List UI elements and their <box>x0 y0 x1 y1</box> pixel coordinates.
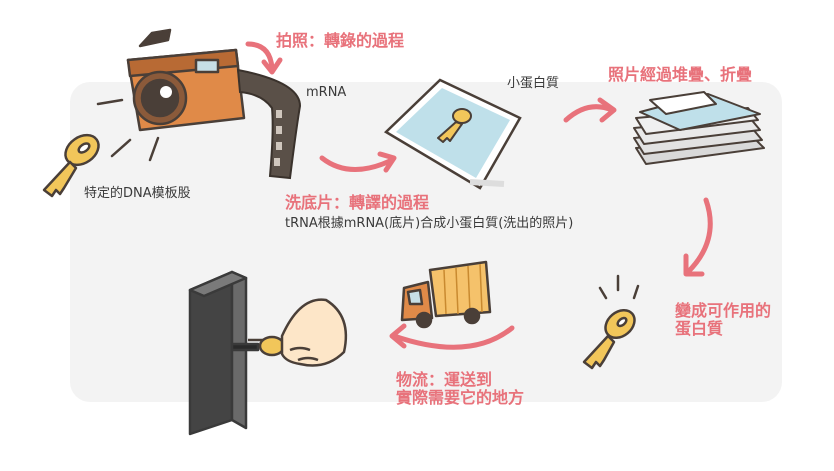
key-icon <box>582 308 636 370</box>
label-stack-fold: 照片經過堆疊、折疊 <box>608 65 753 84</box>
label-mrna: mRNA <box>306 85 347 100</box>
label-dna-template: 特定的DNA模板股 <box>84 186 191 201</box>
arrow-icon <box>245 41 283 75</box>
label-small-protein: 小蛋白質 <box>507 76 560 91</box>
arrow-icon <box>563 97 617 123</box>
label-logistics-line2: 實際需要它的地方 <box>396 388 525 408</box>
label-develop-translation: 洗底片：轉譯的過程 <box>285 193 430 212</box>
camera-icon <box>126 28 246 132</box>
label-logistics-line1: 物流：運送到 <box>396 370 493 389</box>
film-strip-icon <box>236 68 302 180</box>
label-trna-description: tRNA根據mRNA(底片)合成小蛋白質(洗出的照片) <box>285 216 574 231</box>
label-logistics: 物流：運送到 實際需要它的地方 <box>396 370 525 408</box>
camera-flash-lines <box>96 98 160 162</box>
door-icon <box>188 270 260 436</box>
arrow-icon <box>389 323 515 350</box>
arrow-icon <box>319 151 397 173</box>
label-functional-protein: 變成可作用的 蛋白質 <box>675 301 772 339</box>
sparkle-lines <box>598 274 640 300</box>
hand-icon <box>248 298 348 367</box>
arrow-icon <box>683 197 713 277</box>
label-functional-line1: 變成可作用的 <box>675 301 772 320</box>
label-functional-line2: 蛋白質 <box>675 319 724 339</box>
background-panel <box>70 82 782 402</box>
truck-icon <box>400 260 492 329</box>
label-capture-transcription: 拍照：轉錄的過程 <box>276 31 405 50</box>
photo-stack-icon <box>633 91 765 165</box>
photo-icon <box>383 78 522 190</box>
key-icon <box>42 133 100 198</box>
